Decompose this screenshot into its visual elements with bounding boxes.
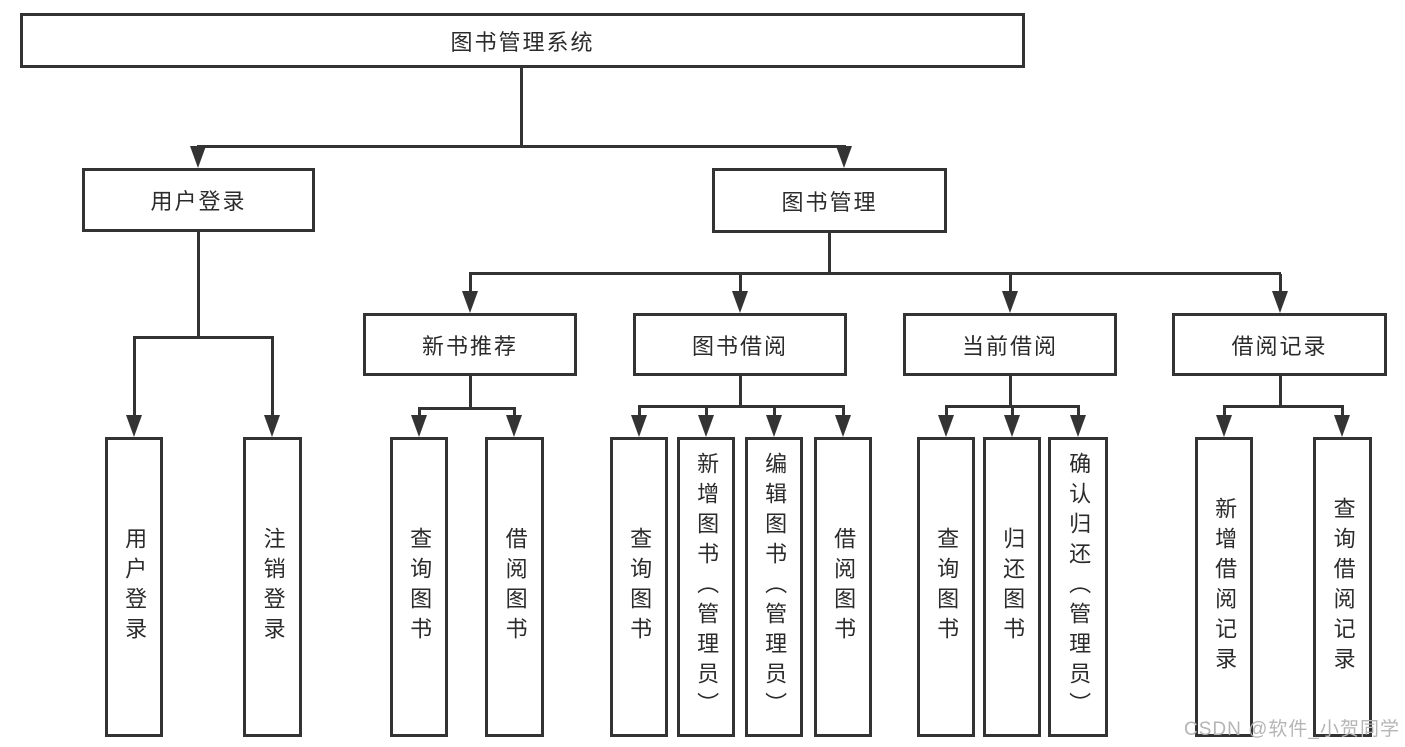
node-leaf-br-query-label: 查询借阅记录 <box>1330 497 1356 677</box>
node-leaf-cb-return: 归还图书 <box>983 437 1041 737</box>
connector-user-stem <box>197 232 200 336</box>
arrow-down-icon <box>126 415 142 437</box>
node-leaf-bb-add: 新增图书（管理员） <box>677 437 735 737</box>
arrow-down-icon <box>835 415 851 437</box>
node-leaf-nb-query: 查询图书 <box>390 437 448 737</box>
arrow-down-icon <box>264 415 280 437</box>
connector-br-drop <box>1223 405 1226 416</box>
node-leaf-nb-borrow-label: 借阅图书 <box>502 527 528 647</box>
arrow-down-icon <box>1272 291 1288 313</box>
node-leaf-bb-add-label: 新增图书（管理员） <box>694 452 720 722</box>
node-leaf-br-add: 新增借阅记录 <box>1195 437 1253 737</box>
arrow-down-icon <box>1216 415 1232 437</box>
connector-root-split <box>197 145 846 148</box>
node-leaf-bb-edit-label: 编辑图书（管理员） <box>762 452 788 722</box>
connector-cb-drop <box>1011 405 1014 416</box>
node-book-borrow: 图书借阅 <box>633 313 847 376</box>
arrow-down-icon <box>506 415 522 437</box>
connector-bb-stem <box>739 376 742 407</box>
node-book-borrow-label: 图书借阅 <box>691 333 788 359</box>
arrow-down-icon <box>836 146 852 168</box>
node-leaf-cb-query-label: 查询图书 <box>934 527 960 647</box>
arrow-down-icon <box>1002 291 1018 313</box>
node-new-book-rec: 新书推荐 <box>363 313 577 376</box>
connector-br-split <box>1223 405 1343 408</box>
node-leaf-logout: 注销登录 <box>243 437 302 737</box>
connector-cb-drop <box>945 405 948 416</box>
connector-bb-split <box>638 405 844 408</box>
node-leaf-bb-borrow: 借阅图书 <box>814 437 872 737</box>
connector-user-drop <box>271 336 274 415</box>
node-root: 图书管理系统 <box>20 13 1025 68</box>
node-leaf-cb-confirm-label: 确认归还（管理员） <box>1066 452 1092 722</box>
connector-nb-drop <box>418 407 421 416</box>
connector-mgmt-drop <box>469 274 472 292</box>
node-leaf-bb-edit: 编辑图书（管理员） <box>745 437 803 737</box>
connector-user-drop <box>133 336 136 415</box>
node-new-book-rec-label: 新书推荐 <box>421 333 518 359</box>
connector-user-split <box>133 336 274 339</box>
connector-br-drop <box>1341 405 1344 416</box>
node-book-mgmt: 图书管理 <box>712 168 947 233</box>
arrow-down-icon <box>1070 415 1086 437</box>
arrow-down-icon <box>1004 415 1020 437</box>
connector-bb-drop <box>638 405 641 416</box>
connector-cb-stem <box>1009 376 1012 407</box>
connector-bb-drop <box>705 405 708 416</box>
node-current-borrow-label: 当前借阅 <box>961 333 1058 359</box>
connector-mgmt-split <box>469 272 1281 275</box>
node-book-mgmt-label: 图书管理 <box>781 189 878 215</box>
node-leaf-bb-query-label: 查询图书 <box>627 527 653 647</box>
node-root-label: 图书管理系统 <box>450 29 595 55</box>
connector-nb-stem <box>469 376 472 409</box>
node-user-login-label: 用户登录 <box>150 189 247 214</box>
arrow-down-icon <box>938 415 954 437</box>
arrow-down-icon <box>732 291 748 313</box>
arrow-down-icon <box>462 291 478 313</box>
node-leaf-bb-query: 查询图书 <box>610 437 668 737</box>
node-user-login: 用户登录 <box>82 168 315 232</box>
node-leaf-nb-borrow: 借阅图书 <box>485 437 544 737</box>
node-leaf-nb-query-label: 查询图书 <box>407 527 433 647</box>
node-leaf-cb-confirm: 确认归还（管理员） <box>1048 437 1108 737</box>
node-leaf-br-query: 查询借阅记录 <box>1313 437 1372 737</box>
arrow-down-icon <box>1334 415 1350 437</box>
arrow-down-icon <box>190 146 206 168</box>
connector-nb-drop <box>513 407 516 416</box>
node-leaf-cb-return-label: 归还图书 <box>1000 527 1026 647</box>
arrow-down-icon <box>631 415 647 437</box>
connector-bb-drop <box>773 405 776 416</box>
node-current-borrow: 当前借阅 <box>903 313 1117 376</box>
connector-mgmt-stem <box>828 233 831 274</box>
node-leaf-user-login-label: 用户登录 <box>122 527 148 647</box>
arrow-down-icon <box>411 415 427 437</box>
arrow-down-icon <box>766 415 782 437</box>
connector-mgmt-drop <box>1009 274 1012 292</box>
node-leaf-bb-borrow-label: 借阅图书 <box>831 527 857 647</box>
node-leaf-logout-label: 注销登录 <box>260 527 286 647</box>
node-leaf-user-login: 用户登录 <box>105 437 163 737</box>
csdn-watermark: CSDN @软件_小贺同学 <box>1184 719 1400 740</box>
connector-nb-split <box>418 407 516 410</box>
node-leaf-cb-query: 查询图书 <box>917 437 975 737</box>
arrow-down-icon <box>698 415 714 437</box>
connector-br-stem <box>1279 376 1282 407</box>
connector-root-stem <box>520 68 523 145</box>
node-leaf-br-add-label: 新增借阅记录 <box>1212 497 1238 677</box>
connector-mgmt-drop <box>1279 274 1282 292</box>
connector-bb-drop <box>842 405 845 416</box>
node-borrow-record: 借阅记录 <box>1172 313 1387 376</box>
node-borrow-record-label: 借阅记录 <box>1231 333 1328 359</box>
connector-mgmt-drop <box>739 274 742 292</box>
connector-cb-drop <box>1077 405 1080 416</box>
